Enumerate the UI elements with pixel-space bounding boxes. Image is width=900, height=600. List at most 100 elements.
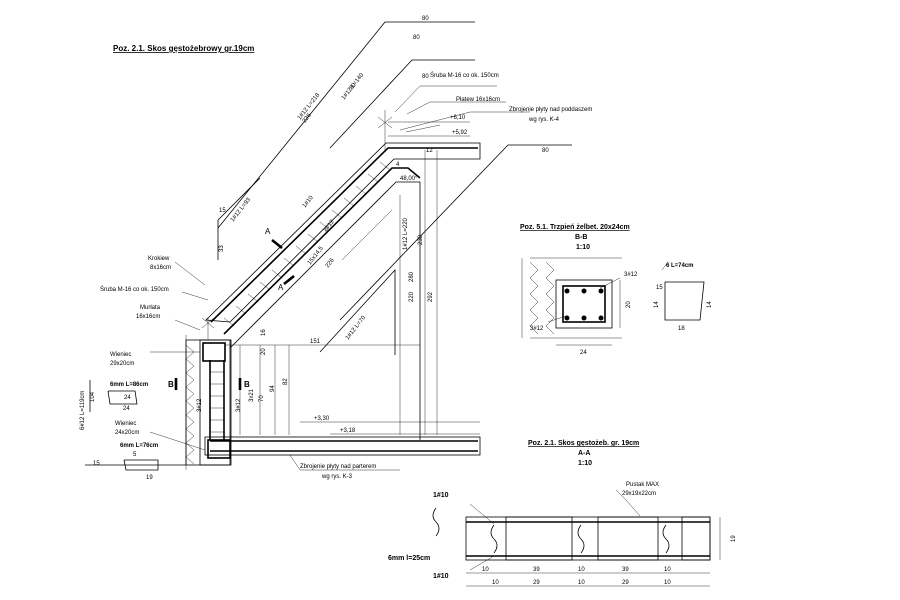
label-krokiew1: Krokiew bbox=[148, 256, 170, 262]
bar-6L119: 6#12 L=119cm bbox=[80, 391, 86, 430]
dim-15b: 15 bbox=[93, 461, 100, 467]
level-592: +5,92 bbox=[452, 130, 468, 136]
dim-24b: 24 bbox=[123, 406, 130, 412]
col-bar-3b: 3#12 bbox=[530, 326, 544, 332]
section-B2: B bbox=[244, 380, 250, 389]
label-sruba-low: Śruba M-16 co ok. 150cm bbox=[100, 285, 169, 293]
sec-dim-29b: 29 bbox=[622, 580, 629, 586]
col-title: Poz. 5.1. Trzpień żelbet. 20x24cm bbox=[520, 224, 630, 231]
dim-20: 20 bbox=[261, 348, 267, 355]
label-wieniec1a: Wieniec bbox=[110, 352, 131, 358]
level-330: +3,30 bbox=[314, 416, 330, 422]
stirrup-76: 6mm L=76cm bbox=[120, 443, 158, 449]
dim-15a: 15 bbox=[219, 208, 226, 214]
col-bar-3a: 3#12 bbox=[624, 272, 638, 278]
rebar-leaders bbox=[217, 21, 572, 355]
label-zbroj-par1: Zbrojenie płyty nad parterem bbox=[300, 464, 376, 470]
label-murlata2: 16x16cm bbox=[136, 314, 160, 320]
col-dim-24: 24 bbox=[580, 350, 587, 356]
col-dim-14a: 14 bbox=[654, 301, 660, 308]
dim-151: 151 bbox=[310, 339, 321, 345]
label-wieniec1b: 29x20cm bbox=[110, 361, 134, 367]
sec-stirrup: 6mm l=25cm bbox=[388, 555, 430, 562]
label-krokiew2: 8x16cm bbox=[150, 265, 171, 271]
sec-scale: 1:10 bbox=[578, 460, 592, 467]
sec-dim-10e: 10 bbox=[578, 580, 585, 586]
dim-12: 12 bbox=[426, 148, 433, 154]
col-dim-18: 18 bbox=[678, 326, 685, 332]
label-platew: Płatew 16x16cm bbox=[456, 97, 500, 103]
col-stirrup bbox=[661, 261, 705, 321]
bar-93: 1#12 L=93 bbox=[230, 197, 253, 224]
bar-70: 1#12 L=70 bbox=[345, 315, 368, 342]
main-title: Poz. 2.1. Skos gęstożebrowy gr.19cm bbox=[113, 44, 254, 53]
bar-3x12-v: 3#12 bbox=[236, 398, 242, 412]
col-dim-15: 15 bbox=[656, 285, 663, 291]
bar-1x10: 1#10 bbox=[302, 194, 315, 209]
col-dim-14b: 14 bbox=[707, 301, 713, 308]
floor-slab bbox=[204, 421, 481, 471]
sec-dim-10b: 10 bbox=[578, 567, 585, 573]
col-scale: 1:10 bbox=[576, 244, 590, 251]
sec-section: A-A bbox=[578, 450, 590, 457]
bar-3x12-w: 3#12 bbox=[197, 398, 203, 412]
section-A1: A bbox=[265, 227, 271, 236]
sec-dim-39a: 39 bbox=[533, 567, 540, 573]
dim-280: 280 bbox=[409, 271, 415, 282]
vertical-dims bbox=[225, 150, 438, 435]
dim-82: 82 bbox=[283, 378, 289, 385]
sec-bar2: 1#10 bbox=[433, 573, 449, 580]
wall-column bbox=[185, 317, 232, 466]
dim-226a: 226 bbox=[302, 112, 313, 124]
sec-dim-10a: 10 bbox=[482, 567, 489, 573]
angle-48: 48,00° bbox=[400, 176, 418, 182]
dim-94: 94 bbox=[270, 385, 276, 392]
sec-dim-10c: 10 bbox=[664, 567, 671, 573]
stirrup-86: 6mm L=86cm bbox=[110, 382, 148, 388]
dim-80c: 80 bbox=[422, 74, 429, 80]
label-zbroj-pod1: Zbrojenie płyty nad poddaszem bbox=[509, 107, 592, 113]
sec-dim-29a: 29 bbox=[533, 580, 540, 586]
sec-dim-39b: 39 bbox=[622, 567, 629, 573]
dim-226b: 226 bbox=[325, 257, 336, 269]
col-section: B-B bbox=[575, 234, 587, 241]
label-murlata1: Murłata bbox=[140, 305, 161, 311]
left-stirrups bbox=[85, 380, 186, 471]
inclined-slab bbox=[205, 142, 481, 440]
bar-220: 1#12 L=220 bbox=[403, 217, 409, 250]
dim-70: 70 bbox=[259, 395, 265, 402]
dim-292: 292 bbox=[428, 291, 434, 302]
sec-title: Poz. 2.1. Skos gęstożeb. gr. 19cm bbox=[528, 440, 639, 447]
dim-80e: 80 bbox=[542, 148, 549, 154]
label-zbroj-pod2: wg rys. K-4 bbox=[528, 117, 560, 123]
dim-104: 104 bbox=[90, 391, 96, 402]
bar-3x21: 3x21 bbox=[249, 388, 255, 402]
sec-dim-19: 19 bbox=[731, 535, 737, 542]
dim-80a: 80 bbox=[422, 16, 429, 22]
label-zbroj-par2: wg rys. K-3 bbox=[321, 474, 353, 480]
section-B1: B bbox=[168, 380, 174, 389]
sec-dim-10d: 10 bbox=[492, 580, 499, 586]
label-pustak2: 29x19x22cm bbox=[622, 491, 656, 497]
label-pustak1: Pustak MAX bbox=[626, 482, 659, 488]
dim-80b: 80 bbox=[413, 35, 420, 41]
dim-220: 220 bbox=[409, 291, 415, 302]
dim-4: 4 bbox=[396, 162, 400, 168]
purlin-area bbox=[377, 85, 530, 150]
dim-16: 16 bbox=[261, 329, 267, 336]
dim-24a: 24 bbox=[124, 395, 131, 401]
slab-section bbox=[432, 489, 721, 587]
level-318: +3,18 bbox=[340, 428, 356, 434]
dim-33: 33 bbox=[219, 245, 225, 252]
level-610: +6,10 bbox=[450, 115, 466, 121]
sec-dim-10f: 10 bbox=[664, 580, 671, 586]
column-section bbox=[521, 257, 622, 346]
dim-230: 230 bbox=[418, 234, 424, 245]
label-wieniec2a: Wieniec bbox=[115, 421, 136, 427]
col-dim-20: 20 bbox=[626, 301, 632, 308]
label-wieniec2b: 24x20cm bbox=[115, 430, 139, 436]
sec-bar1: 1#10 bbox=[433, 492, 449, 499]
label-sruba-top: Śruba M-16 co ok. 150cm bbox=[430, 71, 499, 79]
dim-19: 19 bbox=[146, 475, 153, 481]
